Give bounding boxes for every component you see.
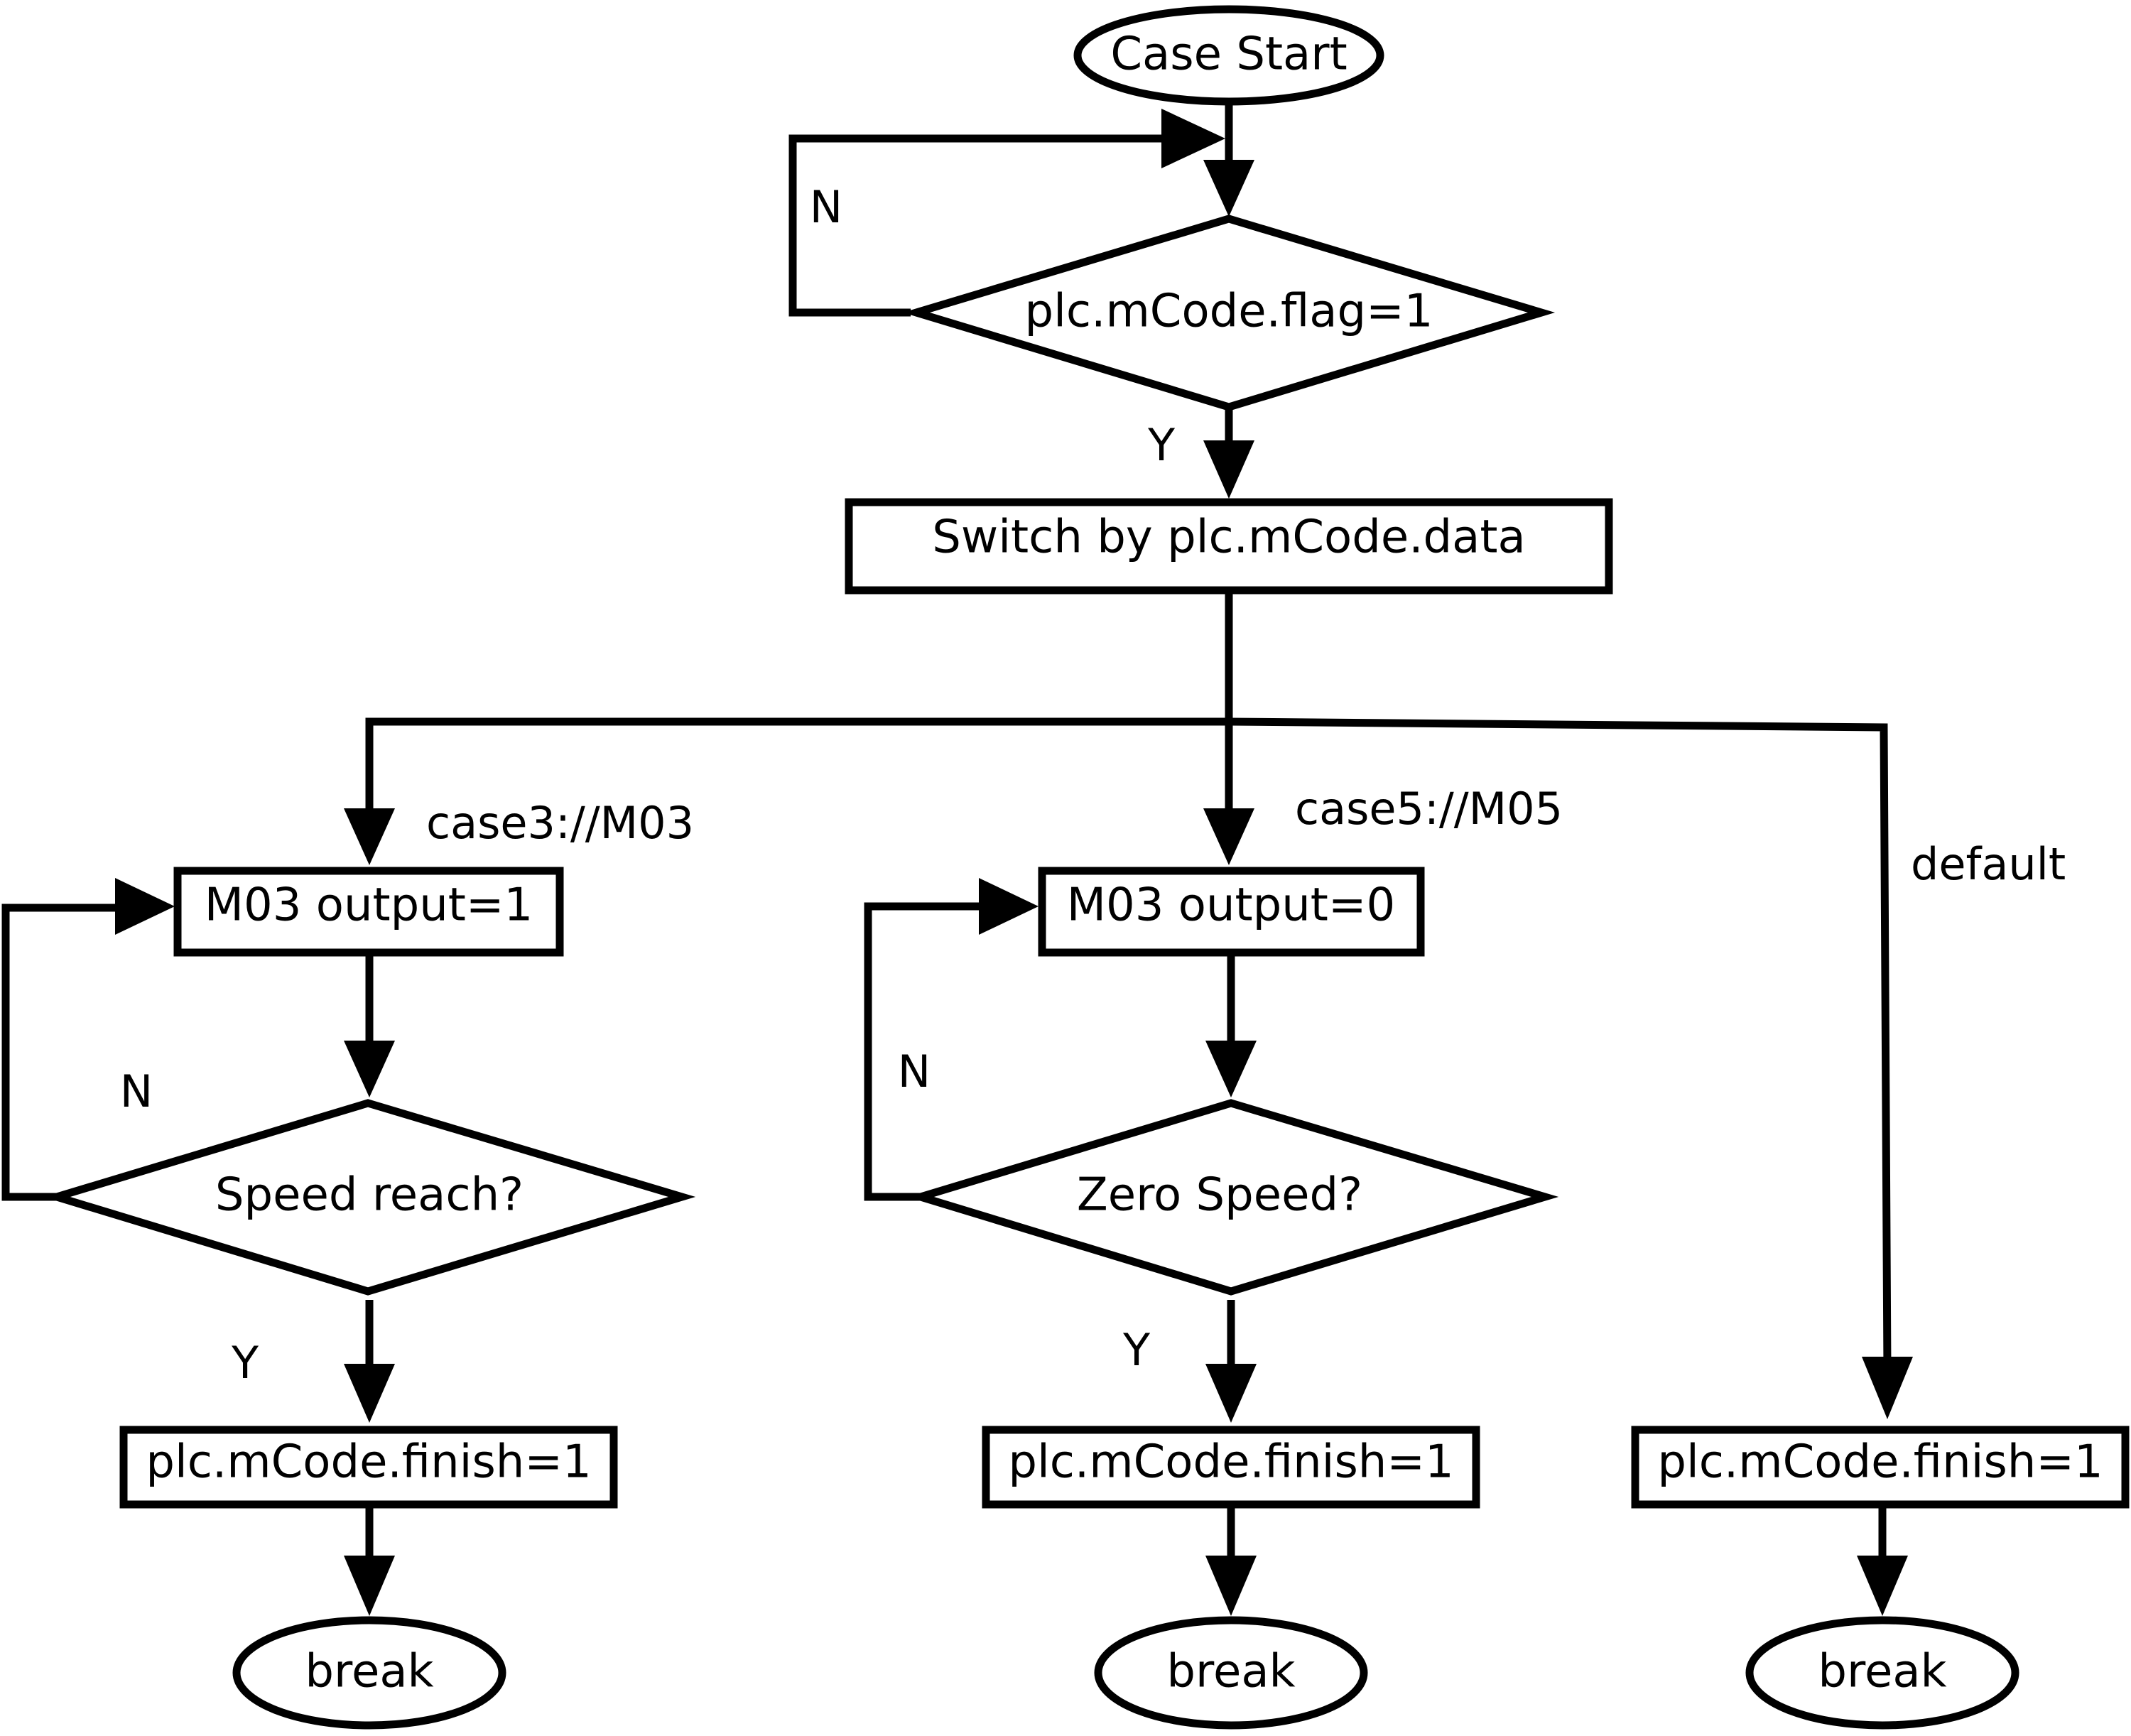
arrowhead-into-speed	[344, 1041, 395, 1097]
switch-label: Switch by plc.mCode.data	[932, 511, 1525, 564]
break-case3-terminal: break	[232, 1616, 506, 1730]
flag-check-decision: plc.mCode.flag=1	[902, 215, 1556, 411]
flag-no-label: N	[810, 181, 842, 233]
break-default-label: break	[1818, 1646, 1946, 1698]
arrowhead-into-break3	[344, 1556, 395, 1616]
finish-case5-process: plc.mCode.finish=1	[982, 1426, 1480, 1509]
edge-zero-no-loop	[864, 902, 991, 1201]
arrowhead-into-zero	[1205, 1041, 1257, 1097]
switch-process: Switch by plc.mCode.data	[845, 498, 1613, 595]
speed-reach-label: Speed reach?	[215, 1169, 524, 1222]
finish-case5-label: plc.mCode.finish=1	[1008, 1436, 1453, 1489]
m03-on-label: M03 output=1	[205, 879, 533, 932]
arrowhead-into-finish3	[344, 1364, 395, 1423]
speed-reach-decision: Speed reach?	[43, 1099, 696, 1296]
break-case5-label: break	[1166, 1646, 1295, 1698]
arrowhead-speed-loop	[115, 878, 175, 935]
flag-check-label: plc.mCode.flag=1	[1025, 286, 1433, 338]
edge-flag-no-loop	[788, 134, 1179, 317]
speed-yes-label: Y	[231, 1337, 259, 1389]
edge-speed-no-loop	[1, 904, 124, 1201]
arrowhead-zero-loop	[979, 878, 1039, 935]
arrowhead-into-m03on	[344, 808, 395, 865]
finish-case3-label: plc.mCode.finish=1	[146, 1436, 591, 1489]
case5-label: case5://M05	[1295, 783, 1563, 835]
arrowhead-into-breakd	[1857, 1556, 1908, 1616]
break-default-terminal: break	[1745, 1616, 2019, 1730]
zero-speed-label: Zero Speed?	[1077, 1169, 1362, 1222]
case3-label: case3://M03	[426, 797, 694, 849]
flag-yes-label: Y	[1147, 419, 1175, 471]
edge-labels: N Y case3://M03 case5://M05 default N Y …	[120, 181, 2066, 1389]
arrowhead-into-finishd	[1862, 1357, 1913, 1419]
finish-case3-process: plc.mCode.finish=1	[119, 1426, 618, 1509]
nodes: Case Start plc.mCode.flag=1 Switch by pl…	[43, 5, 2130, 1730]
arrowhead-into-break5	[1205, 1556, 1257, 1616]
arrowheads	[115, 109, 1913, 1616]
arrowhead-flag-loop	[1161, 109, 1225, 168]
default-label: default	[1911, 838, 2066, 890]
start-label: Case Start	[1110, 28, 1347, 81]
m03-on-process: M03 output=1	[173, 867, 564, 957]
break-case3-label: break	[305, 1646, 433, 1698]
finish-default-label: plc.mCode.finish=1	[1657, 1436, 2103, 1489]
zero-yes-label: Y	[1122, 1324, 1150, 1376]
break-case5-terminal: break	[1094, 1616, 1368, 1730]
zero-no-label: N	[898, 1046, 931, 1097]
speed-no-label: N	[120, 1065, 153, 1117]
m03-off-label: M03 output=0	[1067, 879, 1395, 932]
start-terminal: Case Start	[1073, 5, 1384, 106]
arrowhead-into-m03off	[1203, 808, 1254, 865]
finish-default-process: plc.mCode.finish=1	[1631, 1426, 2130, 1509]
arrowhead-into-switch	[1203, 440, 1254, 499]
arrowhead-into-finish5	[1205, 1364, 1257, 1423]
m03-off-process: M03 output=0	[1038, 867, 1425, 957]
arrowhead-into-flag	[1203, 160, 1254, 217]
zero-speed-decision: Zero Speed?	[907, 1099, 1559, 1296]
connectors	[1, 103, 1892, 1563]
